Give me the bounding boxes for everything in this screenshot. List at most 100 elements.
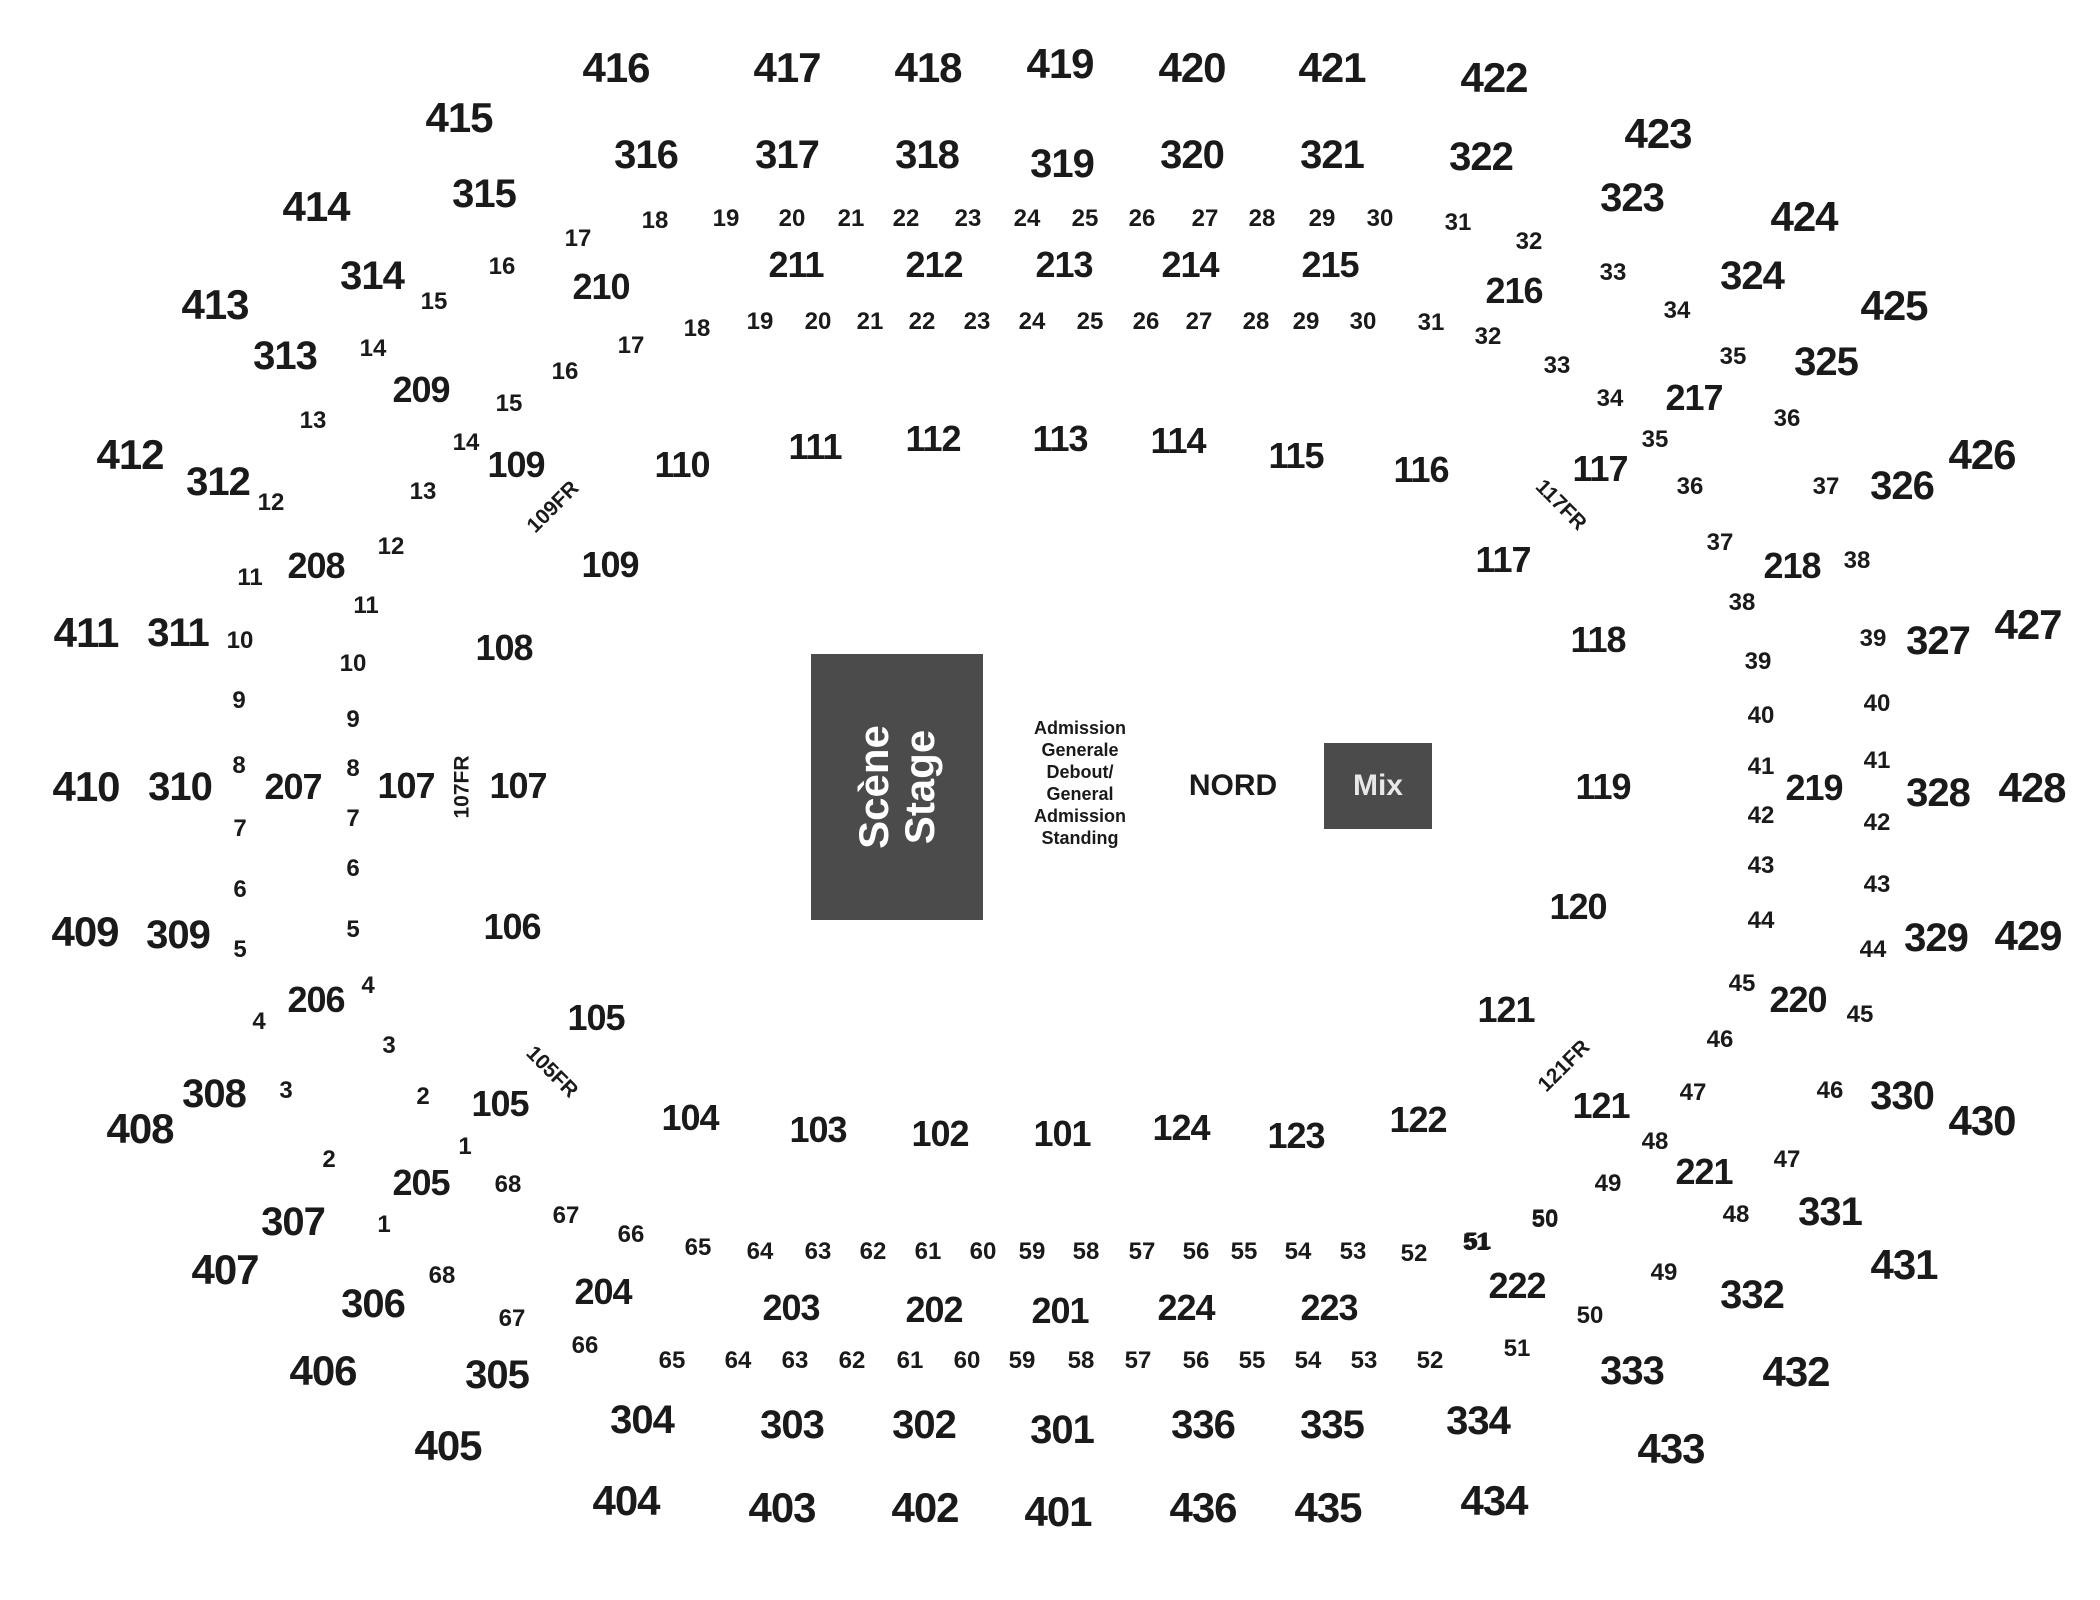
section-209[interactable]: 209 [392,369,450,410]
section-434[interactable]: 434 [1460,1477,1528,1524]
section-117[interactable]: 117 [1572,448,1628,489]
section-329[interactable]: 329 [1904,916,1969,960]
section-314[interactable]: 314 [340,254,405,298]
section-218[interactable]: 218 [1763,545,1821,586]
section-117[interactable]: 117 [1475,539,1531,580]
section-101[interactable]: 101 [1033,1113,1091,1154]
section-205[interactable]: 205 [392,1162,450,1203]
section-433[interactable]: 433 [1637,1425,1705,1472]
section-201[interactable]: 201 [1031,1290,1089,1331]
section-311[interactable]: 311 [147,611,210,655]
floor-row-105fr[interactable]: 105FR [521,1041,583,1103]
section-436[interactable]: 436 [1169,1484,1237,1531]
section-304[interactable]: 304 [610,1398,675,1442]
section-421[interactable]: 421 [1298,44,1366,91]
section-332[interactable]: 332 [1720,1273,1785,1317]
section-306[interactable]: 306 [341,1282,406,1326]
section-105[interactable]: 105 [567,997,625,1038]
section-417[interactable]: 417 [753,44,821,91]
section-401[interactable]: 401 [1024,1488,1092,1535]
stage[interactable]: Scène Stage [811,654,983,920]
section-221[interactable]: 221 [1675,1151,1733,1192]
section-219[interactable]: 219 [1785,767,1843,808]
section-330[interactable]: 330 [1870,1074,1935,1118]
section-222[interactable]: 222 [1488,1265,1546,1306]
section-308[interactable]: 308 [182,1072,247,1116]
section-431[interactable]: 431 [1870,1241,1938,1288]
section-112[interactable]: 112 [905,418,961,459]
section-320[interactable]: 320 [1160,133,1225,177]
section-432[interactable]: 432 [1762,1348,1830,1395]
section-412[interactable]: 412 [96,431,164,478]
section-321[interactable]: 321 [1300,133,1365,177]
section-211[interactable]: 211 [768,244,824,285]
section-409[interactable]: 409 [51,908,119,955]
section-224[interactable]: 224 [1157,1287,1215,1328]
section-124[interactable]: 124 [1152,1107,1210,1148]
section-425[interactable]: 425 [1860,282,1928,329]
section-110[interactable]: 110 [654,444,710,485]
section-435[interactable]: 435 [1294,1484,1362,1531]
general-admission-floor[interactable]: Admission Generale Debout/ General Admis… [1034,718,1126,850]
section-410[interactable]: 410 [52,763,120,810]
section-429[interactable]: 429 [1994,912,2062,959]
section-303[interactable]: 303 [760,1403,825,1447]
section-207[interactable]: 207 [264,766,322,807]
section-216[interactable]: 216 [1485,270,1543,311]
section-213[interactable]: 213 [1035,244,1093,285]
section-328[interactable]: 328 [1906,771,1971,815]
section-107[interactable]: 107 [377,765,435,806]
section-408[interactable]: 408 [106,1105,174,1152]
section-215[interactable]: 215 [1301,244,1359,285]
section-103[interactable]: 103 [789,1109,847,1150]
section-322[interactable]: 322 [1449,135,1514,179]
section-415[interactable]: 415 [425,94,493,141]
section-106[interactable]: 106 [483,906,541,947]
section-405[interactable]: 405 [414,1422,482,1469]
section-109[interactable]: 109 [581,544,639,585]
section-419[interactable]: 419 [1026,40,1094,87]
section-428[interactable]: 428 [1998,764,2066,811]
section-310[interactable]: 310 [148,765,213,809]
section-107[interactable]: 107 [489,765,547,806]
floor-row-109fr[interactable]: 109FR [522,476,584,538]
section-203[interactable]: 203 [762,1287,820,1328]
section-118[interactable]: 118 [1570,619,1626,660]
section-102[interactable]: 102 [911,1113,969,1154]
section-307[interactable]: 307 [261,1200,326,1244]
section-420[interactable]: 420 [1158,44,1226,91]
section-212[interactable]: 212 [905,244,963,285]
section-121[interactable]: 121 [1477,989,1535,1030]
section-319[interactable]: 319 [1030,142,1095,186]
section-108[interactable]: 108 [475,627,533,668]
section-430[interactable]: 430 [1948,1097,2016,1144]
section-325[interactable]: 325 [1794,340,1859,384]
section-312[interactable]: 312 [186,460,251,504]
section-305[interactable]: 305 [465,1353,530,1397]
section-123[interactable]: 123 [1267,1115,1325,1156]
section-413[interactable]: 413 [181,281,249,328]
section-335[interactable]: 335 [1300,1403,1365,1447]
section-416[interactable]: 416 [582,44,650,91]
section-334[interactable]: 334 [1446,1399,1511,1443]
section-404[interactable]: 404 [592,1477,660,1524]
section-202[interactable]: 202 [905,1289,963,1330]
section-317[interactable]: 317 [755,133,820,177]
section-206[interactable]: 206 [287,979,345,1020]
section-323[interactable]: 323 [1600,176,1665,220]
section-336[interactable]: 336 [1171,1403,1236,1447]
section-403[interactable]: 403 [748,1484,816,1531]
section-315[interactable]: 315 [452,172,517,216]
section-301[interactable]: 301 [1030,1408,1095,1452]
section-105[interactable]: 105 [471,1083,529,1124]
section-326[interactable]: 326 [1870,464,1935,508]
section-111[interactable]: 111 [788,426,842,467]
section-113[interactable]: 113 [1032,418,1088,459]
section-122[interactable]: 122 [1389,1099,1447,1140]
section-109[interactable]: 109 [487,444,545,485]
section-119[interactable]: 119 [1575,766,1631,807]
section-121[interactable]: 121 [1572,1085,1630,1126]
section-402[interactable]: 402 [891,1484,959,1531]
section-316[interactable]: 316 [614,133,679,177]
section-422[interactable]: 422 [1460,54,1528,101]
